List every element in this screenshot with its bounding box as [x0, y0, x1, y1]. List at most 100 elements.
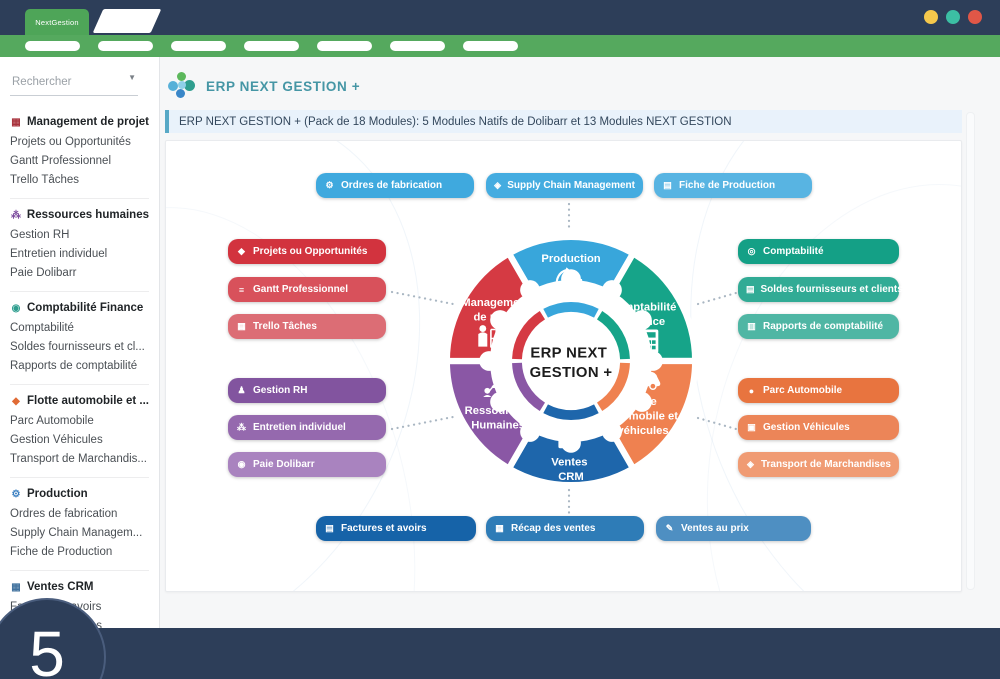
nav-pill[interactable] [317, 41, 372, 51]
production-gear-icon: ⚙ [11, 488, 21, 500]
diagram-button-rapports[interactable]: ▥ Rapports de comptabilité [738, 314, 899, 339]
truck-icon: ▣ [747, 422, 756, 432]
sidebar-item-fiche[interactable]: Fiche de Production [10, 546, 113, 558]
search-box[interactable]: ▼ [10, 69, 138, 96]
button-label: Trello Tâches [253, 321, 317, 332]
diagram-button-paie[interactable]: ◉ Paie Dolibarr [228, 452, 386, 477]
button-label: Parc Automobile [763, 385, 843, 396]
button-label: Ordres de fabrication [341, 180, 443, 191]
delivery-icon: ◈ [747, 459, 754, 469]
users-group-icon: ⁂ [237, 422, 246, 432]
button-label: Soldes fournisseurs et clients [760, 284, 903, 295]
diagram-card: ⚙ Ordres de fabrication ◈ Supply Chain M… [165, 140, 962, 592]
button-label: Fiche de Production [679, 180, 776, 191]
nav-pill[interactable] [171, 41, 226, 51]
diagram-button-gantt[interactable]: ≡ Gantt Professionnel [228, 277, 386, 302]
wheel-color-ring [512, 302, 630, 420]
gantt-bars-icon: ≡ [238, 284, 245, 295]
button-label: Comptabilité [763, 246, 824, 257]
car-circle-icon: ● [748, 385, 755, 396]
sidebar-section-comptabilite: ◉ Comptabilité Finance Comptabilité Sold… [10, 292, 149, 385]
project-management-icon: ▦ [11, 116, 21, 128]
button-label: Gestion Véhicules [763, 422, 850, 433]
info-banner-text: ERP NEXT GESTION + (Pack de 18 Modules):… [179, 115, 732, 128]
nav-pill[interactable] [25, 41, 80, 51]
ledger-icon: ▤ [746, 284, 755, 294]
button-label: Supply Chain Management [507, 180, 635, 191]
diagram-button-entretien[interactable]: ⁂ Entretien individuel [228, 415, 386, 440]
accounting-icon: ◉ [11, 302, 21, 314]
fleet-car-icon: ◆ [12, 395, 20, 407]
sidebar-section-production: ⚙ Production Ordres de fabrication Suppl… [10, 478, 149, 571]
diagram-button-soldes[interactable]: ▤ Soldes fournisseurs et clients [738, 277, 903, 302]
sidebar-item-entretien[interactable]: Entretien individuel [10, 248, 108, 260]
user-icon: ♟ [237, 385, 246, 395]
sidebar-section-management: ▦ Management de projet Projets ou Opport… [10, 106, 149, 199]
diagram-button-ordres-fabrication[interactable]: ⚙ Ordres de fabrication [316, 173, 474, 198]
page-title: ERP NEXT GESTION + [206, 79, 361, 94]
sidebar-section-title: Ventes CRM [27, 581, 94, 593]
close-dot-icon[interactable] [968, 10, 982, 24]
sidebar-item-rapports[interactable]: Rapports de comptabilité [10, 360, 138, 372]
sidebar-item-supply[interactable]: Supply Chain Managem... [10, 527, 143, 539]
diagram-button-fiche-production[interactable]: ▤ Fiche de Production [654, 173, 812, 198]
sidebar-item-ordres[interactable]: Ordres de fabrication [10, 508, 118, 520]
sheet-icon: ▤ [663, 180, 672, 190]
sidebar-item-transport[interactable]: Transport de Marchandis... [10, 453, 147, 465]
magnifier-icon: ◎ [747, 246, 756, 256]
new-tab-shape[interactable] [92, 9, 162, 33]
button-label: Projets ou Opportunités [253, 246, 368, 257]
diagram-button-gestion-rh[interactable]: ♟ Gestion RH [228, 378, 386, 403]
nav-pill[interactable] [98, 41, 153, 51]
maximize-dot-icon[interactable] [946, 10, 960, 24]
button-label: Factures et avoirs [341, 523, 427, 534]
diagram-button-trello[interactable]: ▦ Trello Tâches [228, 314, 386, 339]
wedge-label-production: Production [541, 253, 600, 265]
button-label: Gantt Professionnel [253, 284, 349, 295]
kanban-grid-icon: ▦ [237, 321, 246, 331]
footer-bar [0, 628, 1000, 679]
button-label: Récap des ventes [511, 523, 596, 534]
recap-box-icon: ▦ [495, 523, 504, 533]
button-label: Rapports de comptabilité [763, 321, 884, 332]
button-label: Transport de Marchandises [760, 459, 891, 470]
sidebar-item-trello[interactable]: Trello Tâches [10, 174, 80, 186]
sidebar-section-title: Management de projet [26, 116, 149, 128]
sidebar-item-parc[interactable]: Parc Automobile [10, 415, 94, 427]
diagram-button-gestion-vehicules[interactable]: ▣ Gestion Véhicules [738, 415, 899, 440]
top-navigation-bar [0, 35, 1000, 57]
step-number: 5 [29, 618, 65, 679]
sidebar-item-paie[interactable]: Paie Dolibarr [10, 267, 77, 279]
minimize-dot-icon[interactable] [924, 10, 938, 24]
nav-pill[interactable] [463, 41, 518, 51]
wheel-center [523, 313, 619, 409]
share-nodes-icon: ◆ [238, 246, 245, 256]
browser-tab-label: NextGestion [35, 17, 79, 27]
sidebar: ▼ ▦ Management de projet Projets ou Oppo… [0, 57, 160, 651]
diagram-button-comptabilite[interactable]: ◎ Comptabilité [738, 239, 899, 264]
diagram-button-transport[interactable]: ◈ Transport de Marchandises [738, 452, 899, 477]
sidebar-item-projets[interactable]: Projets ou Opportunités [10, 136, 131, 148]
title-bar: NextGestion [0, 0, 1000, 35]
diagram-button-projets[interactable]: ◆ Projets ou Opportunités [228, 239, 386, 264]
gear-icon: ⚙ [325, 180, 334, 190]
nav-pill[interactable] [390, 41, 445, 51]
sidebar-item-gestion-rh[interactable]: Gestion RH [10, 229, 70, 241]
diagram-button-supply-chain[interactable]: ◈ Supply Chain Management [486, 173, 643, 198]
sidebar-item-gantt[interactable]: Gantt Professionnel [10, 155, 112, 167]
nav-pill[interactable] [244, 41, 299, 51]
diagram-button-ventes-prix[interactable]: ✎ Ventes au prix [656, 516, 811, 541]
sidebar-item-vehicules[interactable]: Gestion Véhicules [10, 434, 103, 446]
diagram-button-recap-ventes[interactable]: ▦ Récap des ventes [486, 516, 644, 541]
wheel-center-title: ERP NEXT GESTION + [530, 345, 613, 381]
scrollbar[interactable] [966, 112, 975, 590]
diagram-button-factures[interactable]: ▤ Factures et avoirs [316, 516, 476, 541]
search-input[interactable] [12, 76, 117, 88]
sidebar-section-rh: ⁂ Ressources humaines Gestion RH Entreti… [10, 199, 149, 292]
erp-hub-icon [168, 72, 196, 100]
sidebar-item-soldes[interactable]: Soldes fournisseurs et cl... [10, 341, 145, 353]
sidebar-item-comptabilite[interactable]: Comptabilité [10, 322, 74, 334]
hierarchy-icon: ◉ [237, 459, 246, 469]
diagram-button-parc-automobile[interactable]: ● Parc Automobile [738, 378, 899, 403]
browser-tab[interactable]: NextGestion [25, 9, 89, 35]
